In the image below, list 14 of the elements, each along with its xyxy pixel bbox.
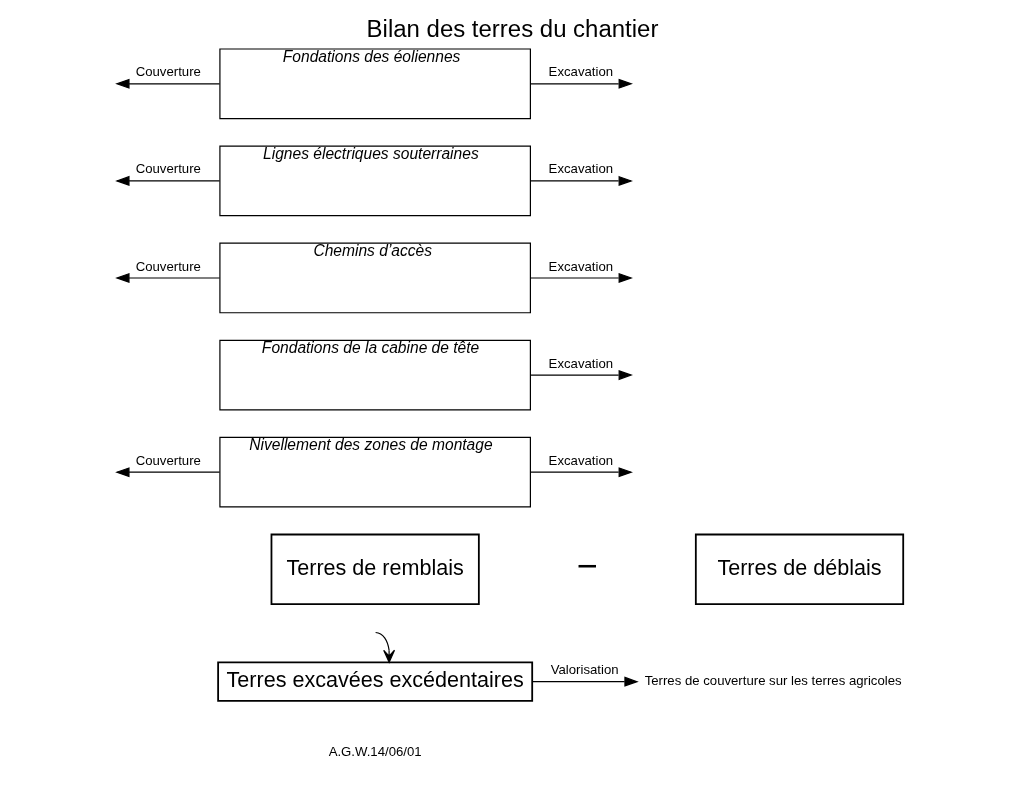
label: A.G.W.14/06/01 [328,743,422,759]
edge-label: Excavation [548,161,614,177]
label: − [576,545,598,587]
edge-label: Couverture [135,258,201,274]
edge-label: Couverture [135,161,201,177]
edge-label: Valorisation [550,662,619,678]
edge-label: Excavation [548,355,614,371]
edge-label: Excavation [548,452,614,468]
edge-label: Excavation [548,258,614,274]
edge-label: Couverture [135,64,201,80]
diagram-title: Bilan des terres du chantier [366,15,659,43]
node-text: Terres de couverture sur les terres agricoles [644,672,902,688]
edge-label: Couverture [135,452,201,468]
edge-label: Excavation [548,64,614,80]
